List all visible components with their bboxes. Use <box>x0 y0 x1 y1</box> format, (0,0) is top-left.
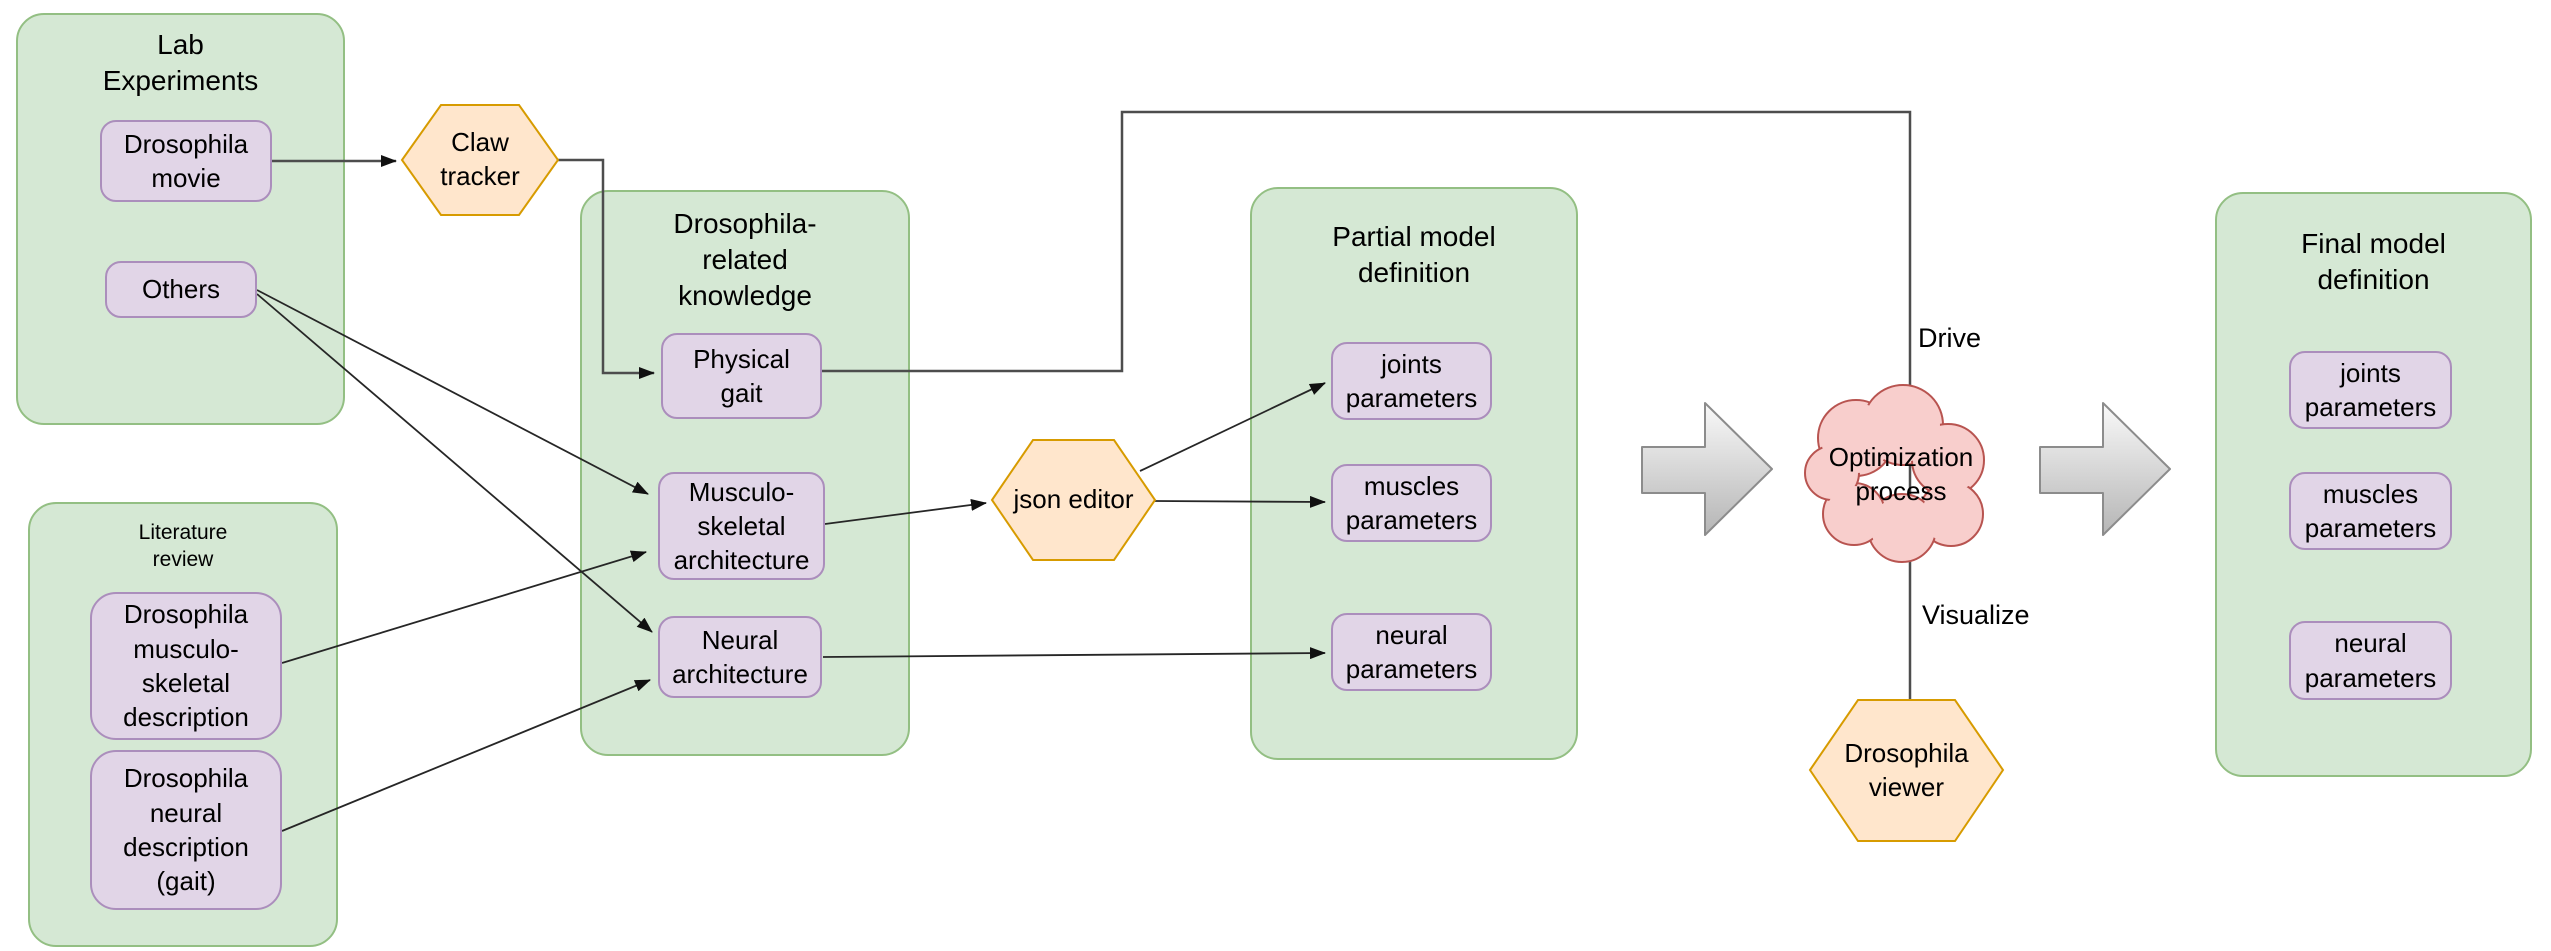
group-literature-review-title: Literature review <box>138 521 228 571</box>
edge-neural-description-to-neural-architecture <box>281 679 651 832</box>
node-neural-description-label: Drosophila neural description (gait) <box>123 763 249 897</box>
claw-tracker-label: Claw tracker <box>440 127 520 191</box>
group-final-model-title: Final model definition <box>2301 228 2446 295</box>
node-drosophila-movie-label: Drosophila movie <box>123 128 249 193</box>
node-neural-parameters-partial-label: neural parameters <box>1345 619 1478 684</box>
node-neural-parameters-final-label: neural parameters <box>2304 628 2437 693</box>
edge-musculo-description-to-musculo-architecture <box>281 550 647 664</box>
group-lab-experiments-title: Lab Experiments <box>102 29 259 96</box>
drosophila-viewer-label: Drosophila viewer <box>1844 737 1969 802</box>
node-joints-parameters-final-label: joints parameters <box>2304 357 2437 422</box>
node-musculo-skeletal-description: Drosophila musculo- skeletal description <box>90 592 282 740</box>
claw-tracker-hexagon <box>400 104 560 216</box>
block-arrow-partial-to-optimization <box>1641 402 1773 536</box>
node-muscles-parameters-partial: muscles parameters <box>1331 464 1492 542</box>
edge-claw-tracker-to-physical-gait <box>558 158 655 379</box>
node-neural-architecture: Neural architecture <box>658 616 822 698</box>
block-arrow-optimization-to-final <box>2039 402 2171 536</box>
optimization-process-label: Optimization process <box>1828 442 1974 506</box>
node-physical-gait: Physical gait <box>661 333 822 419</box>
edge-label-visualize: Visualize <box>1922 600 2030 630</box>
node-joints-parameters-partial-label: joints parameters <box>1345 348 1478 413</box>
json-editor-label: json editor <box>1013 484 1134 515</box>
node-musculo-skeletal-description-label: Drosophila musculo- skeletal description <box>123 599 249 733</box>
drosophila-viewer-hexagon <box>1808 699 2005 842</box>
node-others-label: Others <box>141 274 221 305</box>
json-editor-hexagon <box>990 439 1157 561</box>
group-lab-experiments: Lab Experiments <box>16 13 345 425</box>
node-muscles-parameters-final-label: muscles parameters <box>2304 478 2437 543</box>
node-neural-parameters-partial: neural parameters <box>1331 613 1492 691</box>
node-neural-architecture-label: Neural architecture <box>672 624 808 689</box>
optimization-cloud <box>1804 384 1985 563</box>
node-joints-parameters-final: joints parameters <box>2289 351 2452 429</box>
node-neural-description: Drosophila neural description (gait) <box>90 750 282 910</box>
edge-label-drive: Drive <box>1918 323 1982 353</box>
edge-physical-gait-to-optimization-to-viewer <box>822 110 1912 700</box>
node-physical-gait-label: Physical gait <box>693 343 790 408</box>
edge-others-to-musculo-architecture <box>256 289 649 495</box>
node-muscles-parameters-final: muscles parameters <box>2289 472 2452 550</box>
node-muscles-parameters-partial-label: muscles parameters <box>1345 470 1478 535</box>
node-joints-parameters-partial: joints parameters <box>1331 342 1492 420</box>
edge-neural-architecture-to-neural-parameters <box>822 647 1326 660</box>
node-musculo-skeletal-architecture-label: Musculo- skeletal architecture <box>673 476 810 576</box>
edge-musculo-architecture-to-json-editor <box>824 498 987 525</box>
edge-json-editor-to-joints-parameters <box>1139 382 1326 472</box>
group-drosophila-knowledge-title: Drosophila- related knowledge <box>673 208 817 311</box>
group-partial-model-title: Partial model definition <box>1332 221 1496 288</box>
edge-others-to-neural-architecture <box>256 293 653 633</box>
node-neural-parameters-final: neural parameters <box>2289 621 2452 700</box>
node-drosophila-movie: Drosophila movie <box>100 120 272 202</box>
edge-json-editor-to-muscles-parameters <box>1154 495 1326 508</box>
node-musculo-skeletal-architecture: Musculo- skeletal architecture <box>658 472 825 580</box>
node-others: Others <box>105 261 257 318</box>
